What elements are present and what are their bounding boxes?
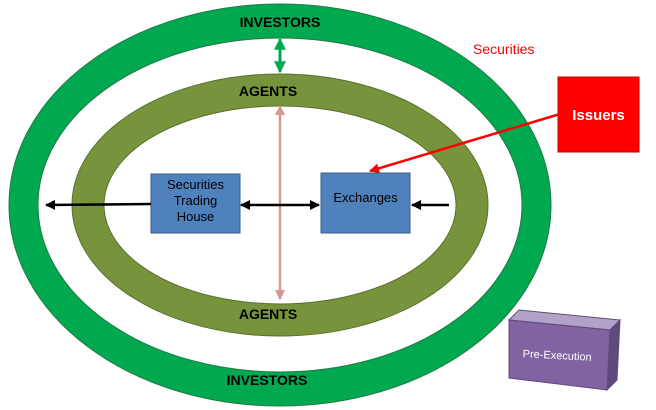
issuers-to-exchanges-arrow xyxy=(369,112,561,174)
pre-execution-front-face xyxy=(508,319,611,391)
investors-label-top: INVESTORS xyxy=(240,14,321,30)
pre-execution-label: Pre-Execution xyxy=(522,348,592,364)
exchanges-label: Exchanges xyxy=(333,190,398,205)
exchanges-box xyxy=(320,172,411,234)
agents-label-top: AGENTS xyxy=(239,83,297,99)
issuers-label: Issuers xyxy=(572,107,625,124)
trading-house-line-2: Trading xyxy=(174,193,218,208)
trading-house-to-investors-arrow xyxy=(45,199,152,210)
issuers-box xyxy=(557,76,640,153)
securities-annotation: Securities xyxy=(473,41,534,57)
investors-label-bottom: INVESTORS xyxy=(227,372,308,388)
trading-house-line-3: House xyxy=(177,209,215,224)
trading-house-line-1: Securities xyxy=(167,177,225,192)
pre-execution-box: Pre-Execution xyxy=(507,309,622,392)
agents-label-bottom: AGENTS xyxy=(239,306,297,322)
